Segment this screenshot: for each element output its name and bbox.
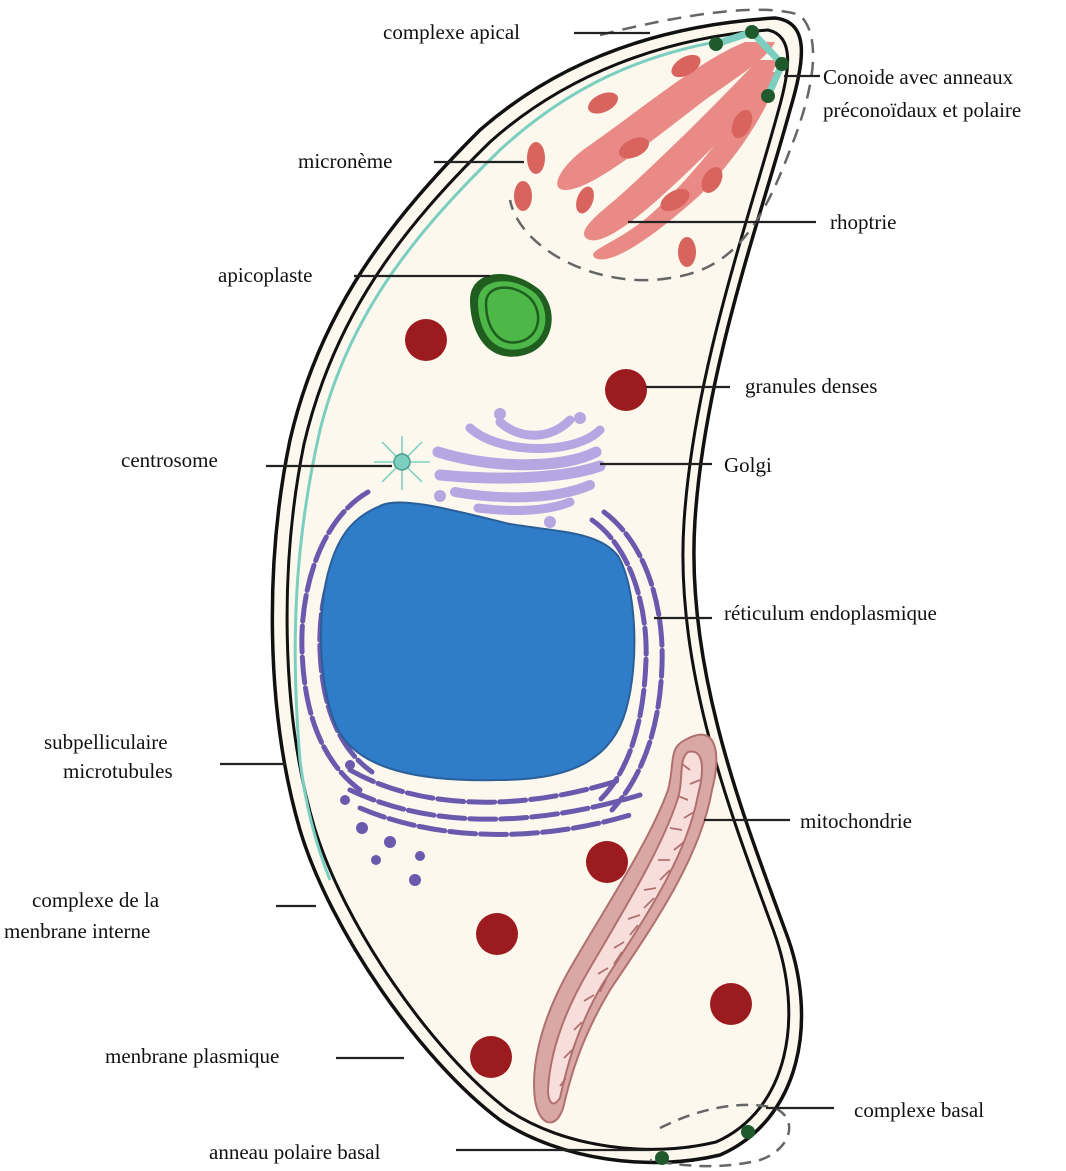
label-centrosome: centrosome xyxy=(121,448,218,472)
label-complexe-basal: complexe basal xyxy=(854,1098,984,1122)
golgi-vesicle xyxy=(544,516,556,528)
er-vesicle xyxy=(384,836,396,848)
label-rhoptrie: rhoptrie xyxy=(830,210,896,234)
er-vesicle xyxy=(340,795,350,805)
dense-granule xyxy=(476,913,518,955)
label-membrane-plasmique: menbrane plasmique xyxy=(105,1044,279,1068)
microneme xyxy=(678,237,696,267)
er-vesicle xyxy=(415,851,425,861)
label-subpelliculaire-line2: microtubules xyxy=(63,759,173,783)
label-reticulum: réticulum endoplasmique xyxy=(724,601,937,625)
microneme xyxy=(514,181,532,211)
label-golgi: Golgi xyxy=(724,453,772,477)
nucleus xyxy=(321,502,634,780)
er-vesicle xyxy=(356,822,368,834)
dense-granule xyxy=(710,983,752,1025)
label-granules-denses: granules denses xyxy=(745,374,877,398)
label-mitochondrie: mitochondrie xyxy=(800,809,912,833)
label-subpelliculaire-line1: subpelliculaire xyxy=(44,730,168,754)
basal-polar-ring xyxy=(655,1151,669,1165)
label-conoide-line1: Conoide avec anneaux xyxy=(823,65,1014,89)
label-conoide-line2: préconoïdaux et polaire xyxy=(823,98,1021,122)
er-vesicle xyxy=(409,874,421,886)
dense-granule xyxy=(586,841,628,883)
dense-granule xyxy=(405,319,447,361)
er-vesicle xyxy=(371,855,381,865)
label-microneme: micronème xyxy=(298,149,392,173)
microneme xyxy=(527,142,545,174)
basal-complex-ring xyxy=(741,1125,755,1139)
label-complexe-membrane-line2: menbrane interne xyxy=(4,919,150,943)
label-anneau-polaire: anneau polaire basal xyxy=(209,1140,381,1164)
polar-ring xyxy=(775,57,789,71)
centriole xyxy=(394,454,410,470)
polar-ring xyxy=(761,89,775,103)
label-complexe-membrane-line1: complexe de la xyxy=(32,888,160,912)
golgi-vesicle xyxy=(434,490,446,502)
er-vesicle xyxy=(345,760,355,770)
preconoidal-ring xyxy=(745,25,759,39)
label-apicoplaste: apicoplaste xyxy=(218,263,312,287)
label-complexe-apical: complexe apical xyxy=(383,20,520,44)
golgi-vesicle xyxy=(574,412,586,424)
dense-granule xyxy=(470,1036,512,1078)
golgi-vesicle xyxy=(494,408,506,420)
dense-granule xyxy=(605,369,647,411)
preconoidal-ring xyxy=(709,37,723,51)
